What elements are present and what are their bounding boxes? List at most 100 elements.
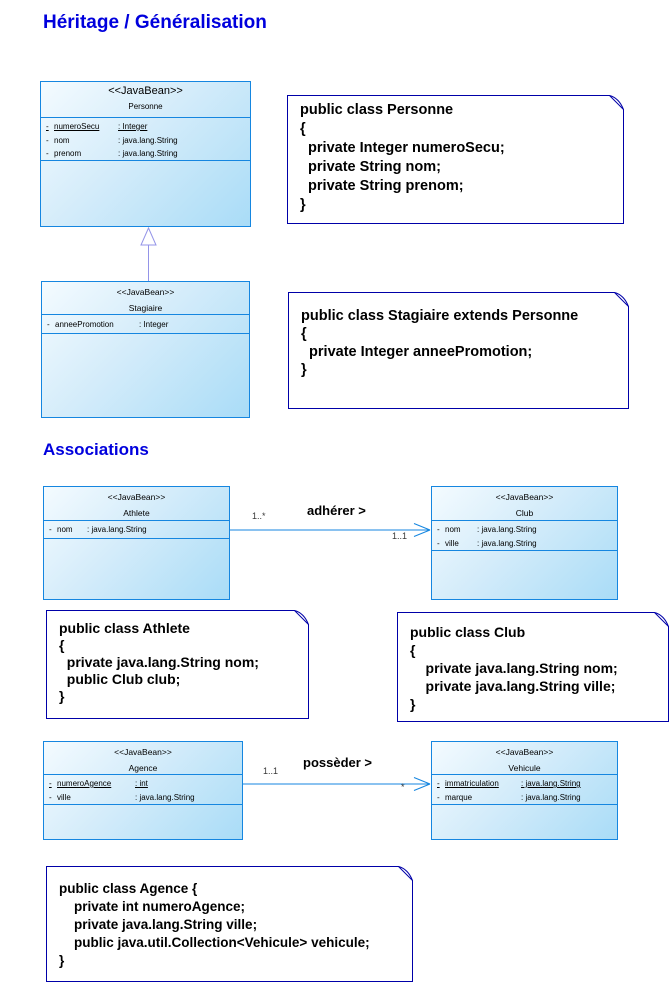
generalization-arrow <box>140 227 157 281</box>
attribute-row: - anneePromotion : Integer <box>42 318 249 332</box>
code-line: public class Personne <box>300 102 454 118</box>
stereotype-label: <<JavaBean>> <box>114 747 172 757</box>
class-header: <<JavaBean>> Agence <box>44 742 242 775</box>
code-line: } <box>410 696 416 712</box>
code-line: public class Agence { <box>59 881 198 896</box>
attribute-row: - marque : java.lang.String <box>432 791 617 805</box>
note-code: public class Personne { private Integer … <box>300 101 505 215</box>
code-line: public class Athlete <box>59 620 190 636</box>
code-line: private Integer anneePromotion; <box>301 344 533 360</box>
attribute-type: : java.lang.String <box>521 792 581 802</box>
class-box-vehicule: <<JavaBean>> Vehicule - immatriculation … <box>431 741 618 840</box>
association-adherer-label: adhérer > <box>307 503 366 518</box>
attribute-compartment: - immatriculation : java.lang.String - m… <box>432 775 617 805</box>
association-adherer-line <box>230 523 431 537</box>
code-line: { <box>300 121 306 137</box>
multiplicity-vehicule: * <box>401 782 405 792</box>
attribute-compartment: - numeroSecu : Integer - nom : java.lang… <box>41 118 250 161</box>
class-header: <<JavaBean>> Vehicule <box>432 742 617 775</box>
code-line: } <box>301 362 307 378</box>
code-line: } <box>300 197 306 213</box>
attribute-type: : java.lang.String <box>477 525 537 534</box>
note-fold-icon <box>398 866 413 881</box>
association-posseder-label: possèder > <box>303 755 373 770</box>
page-title: Héritage / Généralisation <box>43 12 267 33</box>
attribute-name: nom <box>54 135 70 145</box>
note-outline <box>46 866 413 982</box>
code-line: private java.lang.String nom; <box>410 660 618 676</box>
note-outline <box>288 292 629 409</box>
class-name: Personne <box>128 102 163 111</box>
visibility-marker: - <box>437 525 440 534</box>
class-header: <<JavaBean>> Club <box>432 487 617 521</box>
visibility-marker: - <box>47 320 50 329</box>
attribute-name: immatriculation <box>445 779 499 788</box>
class-header: <<JavaBean>> Athlete <box>44 487 229 521</box>
code-line: private Integer numeroSecu; <box>300 140 505 156</box>
attribute-row: - nom : java.lang.String <box>41 134 250 148</box>
note-fold-icon <box>609 95 624 110</box>
class-header: <<JavaBean>> Stagiaire <box>42 282 249 315</box>
note-fold-icon <box>614 292 629 307</box>
code-line: private String prenom; <box>300 178 464 194</box>
attribute-row: - numeroAgence : int <box>44 777 242 791</box>
attribute-compartment: - nom : java.lang.String - ville : java.… <box>432 521 617 551</box>
note-outline <box>46 610 309 719</box>
note-code: public class Athlete { private java.lang… <box>59 620 259 705</box>
attribute-compartment: - nom : java.lang.String <box>44 521 229 539</box>
note-athlete: public class Athlete { private java.lang… <box>46 610 309 719</box>
code-line: public Club club; <box>59 671 181 687</box>
note-stagiaire: public class Stagiaire extends Personne … <box>288 292 629 409</box>
attribute-row: - numeroSecu : Integer <box>41 120 250 134</box>
code-line: public class Club <box>410 624 526 640</box>
attribute-name: marque <box>445 792 473 802</box>
visibility-marker: - <box>437 538 440 548</box>
attribute-row: - ville : java.lang.String <box>432 537 617 551</box>
multiplicity-agence: 1..1 <box>263 766 279 776</box>
visibility-marker: - <box>437 779 440 788</box>
note-code: public class Agence { private int numero… <box>59 880 370 970</box>
attribute-name: anneePromotion <box>55 320 114 329</box>
code-line: public class Stagiaire extends Personne <box>301 308 579 324</box>
code-line: { <box>410 642 416 658</box>
attribute-type: : Integer <box>118 122 148 131</box>
code-line: { <box>301 326 307 342</box>
attribute-row: - immatriculation : java.lang.String <box>432 777 617 791</box>
note-personne: public class Personne { private Integer … <box>287 95 624 224</box>
visibility-marker: - <box>49 525 52 534</box>
class-box-athlete: <<JavaBean>> Athlete - nom : java.lang.S… <box>43 486 230 600</box>
class-name: Agence <box>128 763 158 773</box>
attribute-row: - ville : java.lang.String <box>44 791 242 805</box>
association-posseder-line <box>243 777 431 791</box>
class-name: Athlete <box>123 508 150 518</box>
class-name: Club <box>515 508 534 518</box>
attribute-type: : java.lang.String <box>118 149 178 158</box>
code-line: private String nom; <box>300 159 441 175</box>
class-box-personne: <<JavaBean>> Personne - numeroSecu : Int… <box>40 81 251 227</box>
code-line: private java.lang.String ville; <box>59 917 258 932</box>
code-line: private java.lang.String nom; <box>59 654 259 670</box>
visibility-marker: - <box>46 122 49 131</box>
class-name: Stagiaire <box>128 303 163 313</box>
attribute-row: - nom : java.lang.String <box>44 523 229 537</box>
class-box-club: <<JavaBean>> Club - nom : java.lang.Stri… <box>431 486 618 600</box>
note-fold-icon <box>654 612 669 627</box>
attribute-type: : java.lang.String <box>118 135 178 145</box>
code-line: } <box>59 688 65 704</box>
multiplicity-club: 1..1 <box>392 531 408 541</box>
visibility-marker: - <box>437 792 440 802</box>
attribute-type: : int <box>135 779 148 788</box>
class-box-agence: <<JavaBean>> Agence - numeroAgence : int… <box>43 741 243 840</box>
attribute-name: prenom <box>54 149 82 158</box>
attribute-name: ville <box>445 538 459 548</box>
stereotype-label: <<JavaBean>> <box>116 287 175 297</box>
code-line: private int numeroAgence; <box>59 899 246 914</box>
attribute-type: : java.lang.String <box>135 792 195 802</box>
attribute-compartment: - numeroAgence : int - ville : java.lang… <box>44 775 242 805</box>
code-line: public java.util.Collection<Vehicule> ve… <box>59 935 370 950</box>
attribute-type: : java.lang.String <box>521 779 581 788</box>
stereotype-label: <<JavaBean>> <box>107 492 166 502</box>
note-club: public class Club { private java.lang.St… <box>397 612 669 722</box>
class-header: <<JavaBean>> Personne <box>41 82 250 118</box>
visibility-marker: - <box>46 149 49 158</box>
